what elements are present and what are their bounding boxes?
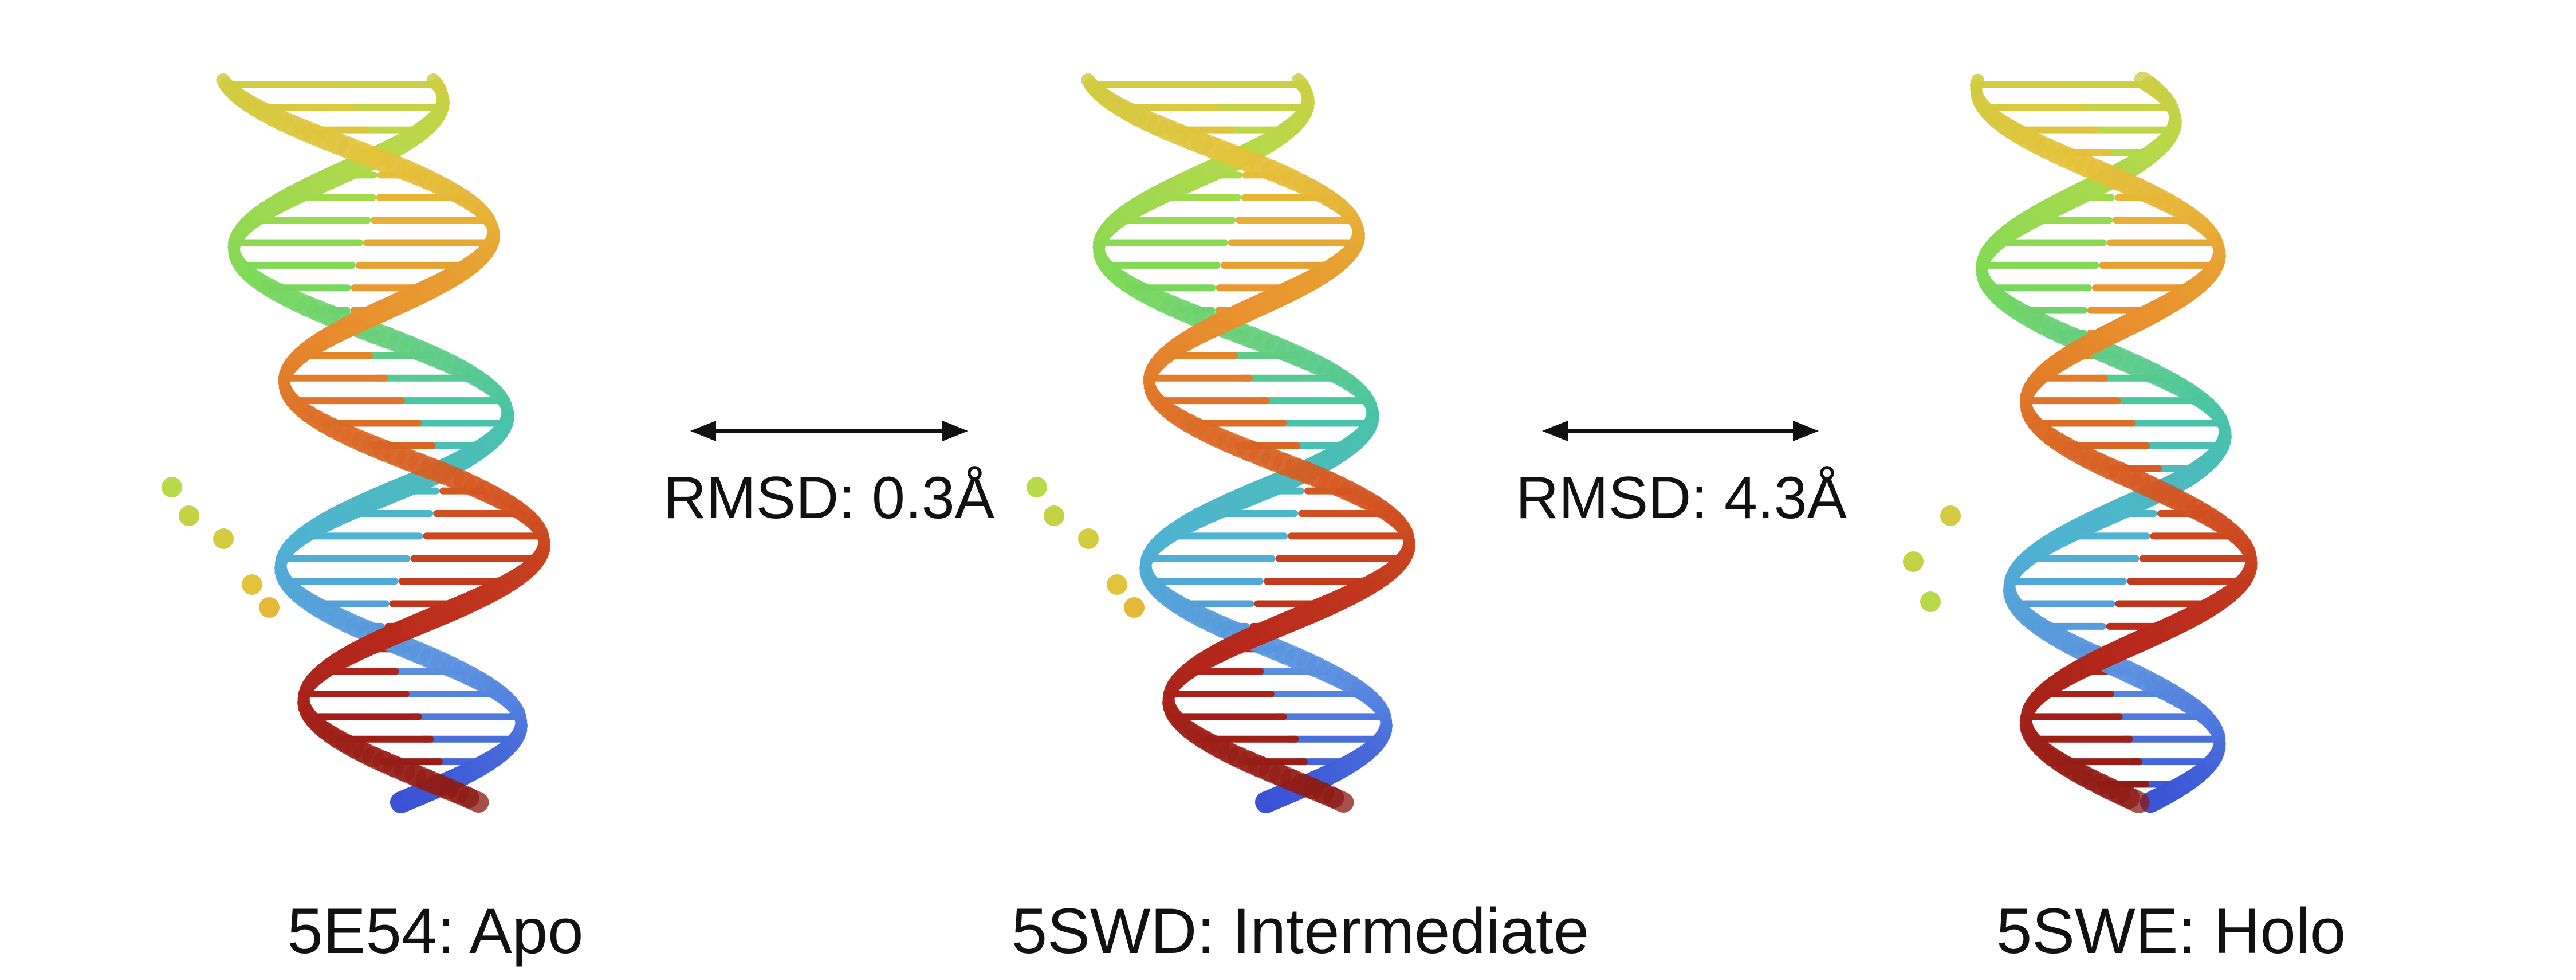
loop-nucleotide xyxy=(1903,551,1924,572)
ribbon-strand-3prime xyxy=(216,73,234,92)
loop-nucleotide xyxy=(1124,597,1145,618)
rmsd-label-intermediate-holo: RMSD: 4.3Å xyxy=(1516,465,1847,531)
loop-nucleotide xyxy=(1107,574,1127,595)
loop-nucleotide xyxy=(179,505,199,526)
loop-nucleotide xyxy=(1027,477,1047,497)
loop-nucleotide xyxy=(213,528,234,549)
structure-label-holo: 5SWE: Holo xyxy=(1996,895,2346,967)
ribbon-strand-5prime xyxy=(2134,71,2158,94)
structure-5swe-holo xyxy=(1903,71,2258,813)
loop-nucleotide xyxy=(162,477,182,497)
loop-nucleotide xyxy=(259,597,280,618)
structure-5e54-apo xyxy=(162,73,550,813)
comparison-arrow-2 xyxy=(1542,421,1819,441)
loop-nucleotide xyxy=(1078,528,1099,549)
loop-nucleotide xyxy=(1940,505,1961,526)
rmsd-label-apo-intermediate: RMSD: 0.3Å xyxy=(663,465,994,531)
ribbon-strand-5prime xyxy=(426,73,445,92)
ribbon-strand-3prime xyxy=(1970,73,1984,92)
comparison-arrow-1 xyxy=(690,421,968,441)
loop-nucleotide xyxy=(1920,591,1941,612)
structure-5swd-intermediate xyxy=(1027,73,1415,813)
structure-label-intermediate: 5SWD: Intermediate xyxy=(1011,895,1590,967)
loop-nucleotide xyxy=(1044,505,1064,526)
loop-nucleotide xyxy=(242,574,262,595)
ribbon-strand-5prime xyxy=(1291,73,1309,92)
structure-label-apo: 5E54: Apo xyxy=(287,895,584,967)
ribbon-strand-3prime xyxy=(1081,73,1099,92)
